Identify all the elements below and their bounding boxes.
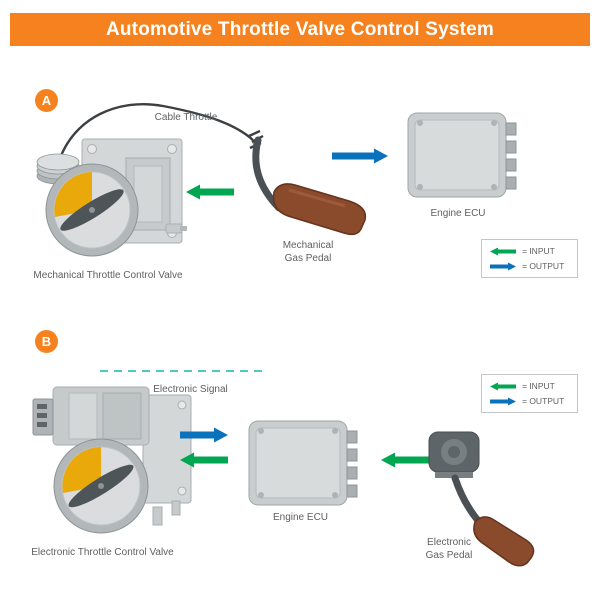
section-b-marker: B — [35, 330, 58, 353]
legend-b-output-row: = OUTPUT — [490, 396, 569, 406]
legend-a-input-label: = INPUT — [522, 246, 555, 256]
legend-b-input-row: = INPUT — [490, 381, 569, 391]
mechanical-gas-pedal-illustration — [248, 129, 367, 236]
valve-connector — [32, 398, 54, 436]
mechanical-pedal-label-line1: Mechanical — [282, 240, 334, 251]
valve-mounting-plate-b — [142, 394, 192, 504]
electronic-throttle-valve-illustration — [32, 386, 192, 534]
legend-b-input-label: = INPUT — [522, 381, 555, 391]
pedal-pad — [272, 183, 367, 236]
legend-a-output-row: = OUTPUT — [490, 261, 569, 271]
legend-b: = INPUT = OUTPUT — [481, 374, 578, 413]
mechanical-pedal-label-line2: Gas Pedal — [284, 253, 332, 264]
ecu-body — [407, 112, 507, 198]
electronic-pedal-label-line1: Electronic — [427, 537, 471, 548]
legend-input-arrow-icon — [490, 247, 516, 255]
engine-ecu-b-label: Engine ECU — [272, 512, 329, 523]
cable-throttle-label: Cable Throttle — [154, 112, 218, 123]
valve-motor-housing — [52, 386, 150, 446]
input-arrow-b1 — [180, 452, 228, 468]
legend-a-output-label: = OUTPUT — [522, 261, 565, 271]
pedal-pad-b — [473, 516, 535, 567]
legend-a-input-row: = INPUT — [490, 246, 569, 256]
engine-ecu-b-illustration — [248, 420, 358, 506]
electronic-gas-pedal-illustration — [428, 431, 535, 567]
mechanical-pedal-label: Mechanical Gas Pedal — [262, 239, 354, 265]
legend-a: = INPUT = OUTPUT — [481, 239, 578, 278]
engine-ecu-a-illustration — [407, 112, 517, 198]
pedal-sensor-module — [428, 431, 480, 478]
ecu-body-b — [248, 420, 348, 506]
legend-output-arrow-icon — [490, 262, 516, 270]
electronic-valve-label: Electronic Throttle Control Valve — [31, 547, 174, 558]
section-a-marker: A — [35, 89, 58, 112]
page-title: Automotive Throttle Valve Control System — [10, 13, 590, 46]
electronic-pedal-label: Electronic Gas Pedal — [405, 536, 493, 562]
input-arrow-b2 — [381, 452, 429, 468]
legend-output-arrow-icon — [490, 397, 516, 405]
engine-ecu-a-label: Engine ECU — [430, 208, 486, 219]
ecu-connector-pins-b — [346, 430, 358, 498]
legend-b-output-label: = OUTPUT — [522, 396, 565, 406]
throttle-bore — [45, 163, 139, 257]
valve-outlets-b — [152, 500, 181, 526]
throttle-bore-b — [53, 438, 149, 534]
mechanical-valve-label: Mechanical Throttle Control Valve — [33, 270, 183, 281]
output-arrow-b — [180, 427, 228, 443]
output-arrow-a — [332, 148, 388, 164]
input-arrow-a — [186, 184, 234, 200]
electronic-signal-line — [100, 370, 268, 372]
ecu-connector-pins — [505, 122, 517, 190]
electronic-signal-label: Electronic Signal — [153, 384, 228, 395]
valve-outlet — [165, 223, 187, 234]
legend-input-arrow-icon — [490, 382, 516, 390]
mechanical-throttle-valve-illustration — [36, 138, 187, 257]
electronic-pedal-label-line2: Gas Pedal — [425, 550, 473, 561]
